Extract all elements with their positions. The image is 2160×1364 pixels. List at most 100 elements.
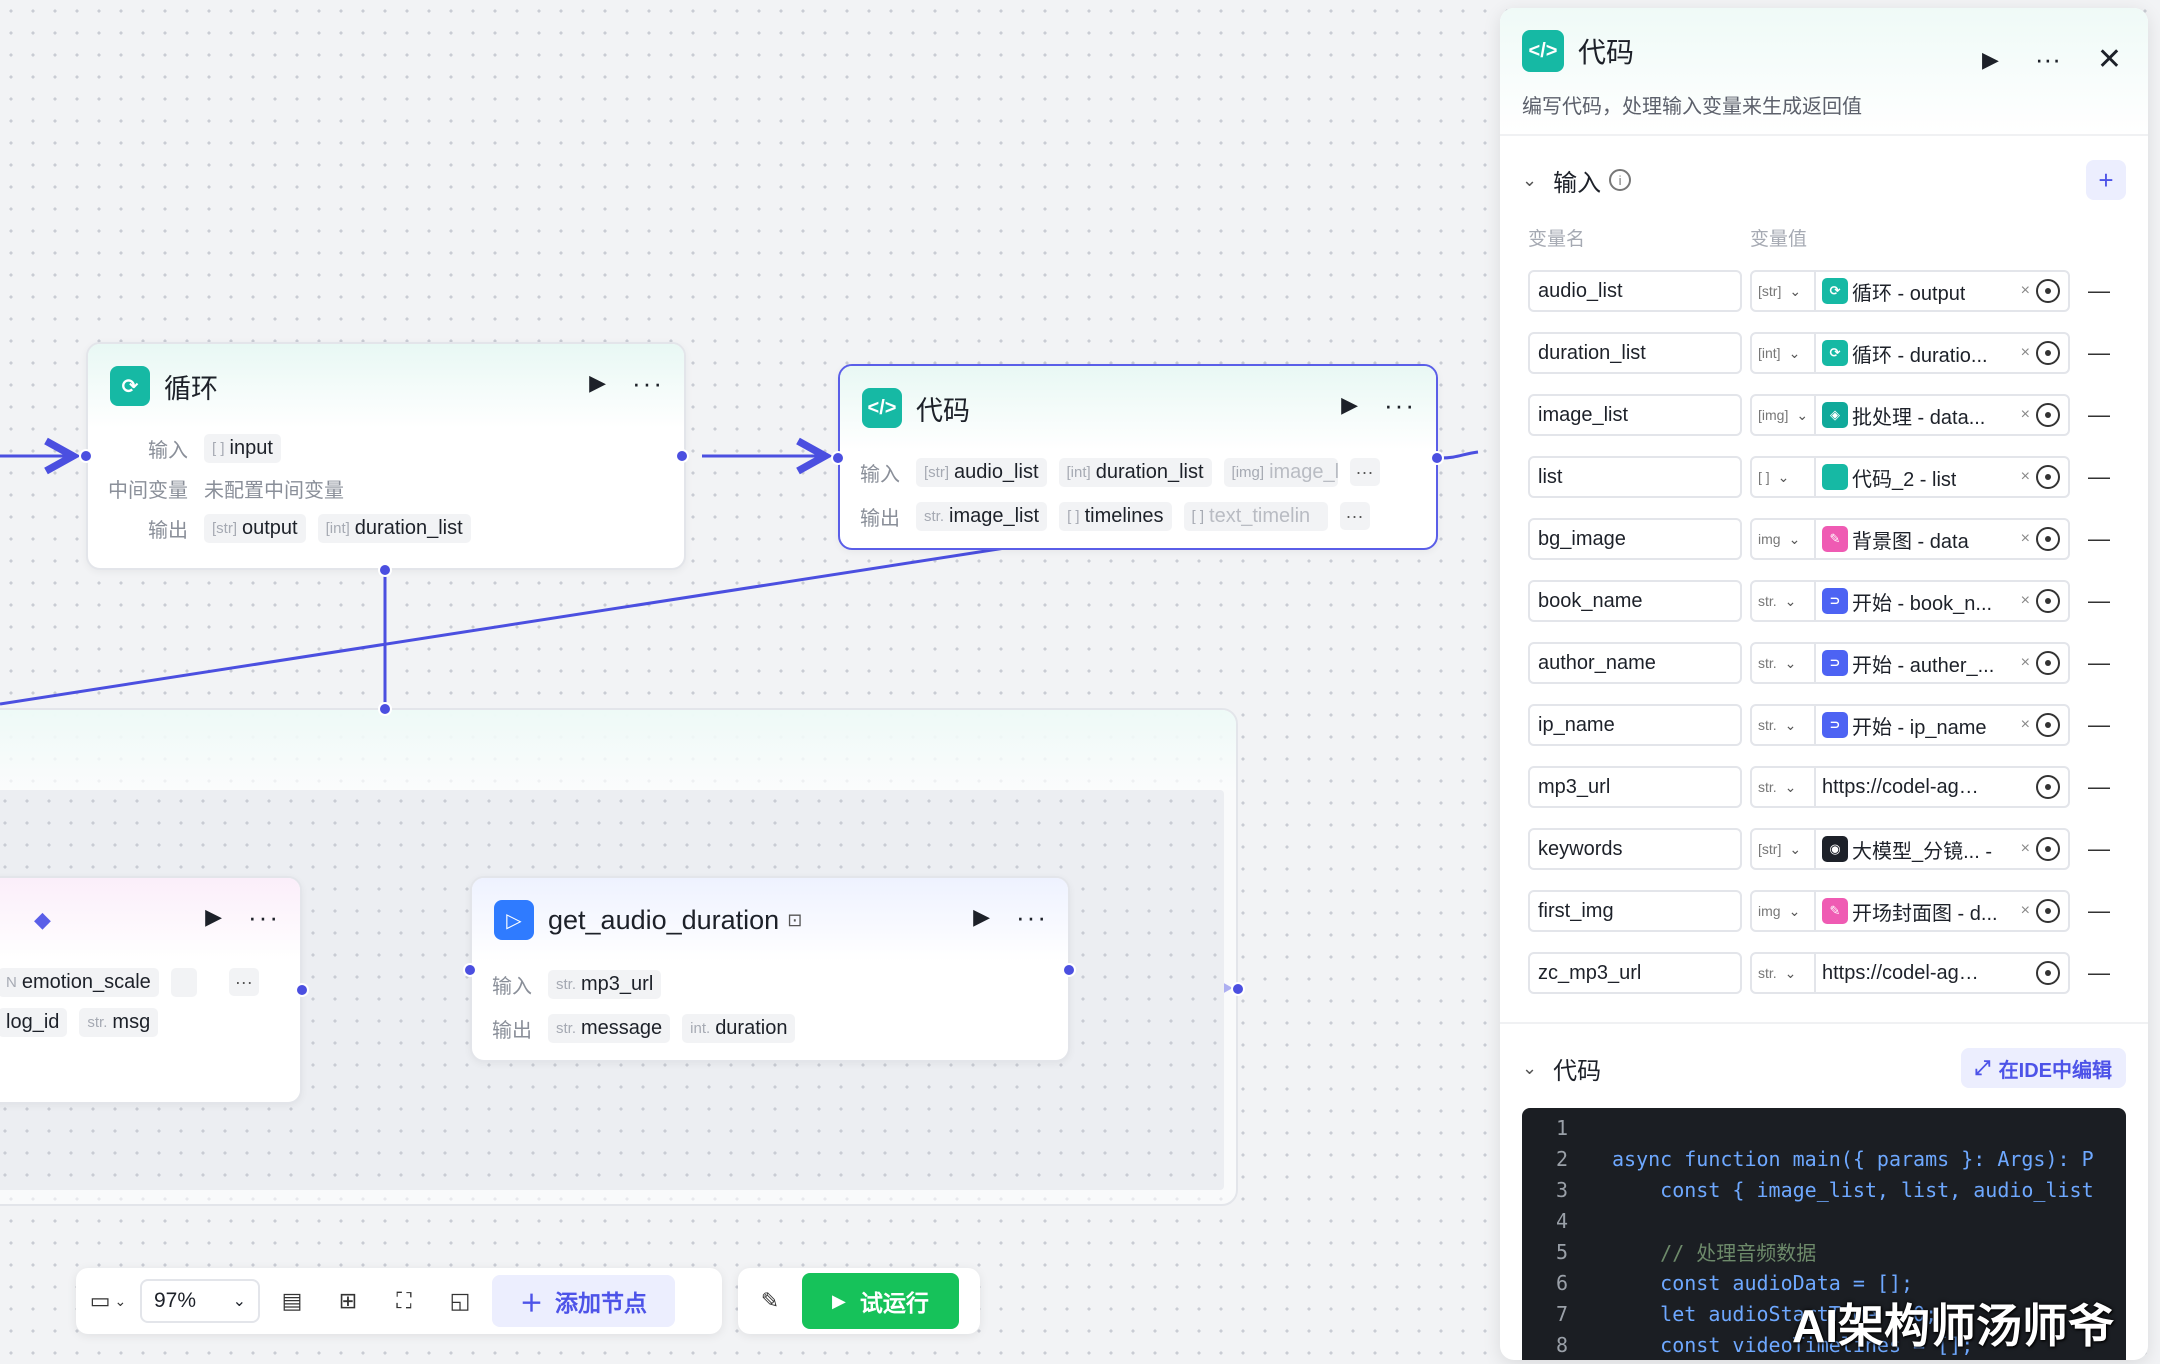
reference-target-icon[interactable] [2036,465,2060,489]
variable-name-input[interactable]: duration_list [1528,332,1742,374]
clear-icon[interactable]: × [2020,530,2030,547]
audio-out-port[interactable] [1062,963,1076,977]
variable-value-field[interactable]: str.⌄ https://codel-age... [1750,952,2070,994]
minimap-icon[interactable]: ◱ [449,1288,471,1313]
layout-mode-button[interactable]: ▭⌄ [89,1288,127,1313]
remove-variable-button[interactable]: — [2088,278,2110,303]
variable-type-select[interactable]: [img]⌄ [1752,396,1816,434]
comment-icon[interactable]: ▤ [281,1288,303,1313]
variable-name-input[interactable]: book_name [1528,580,1742,622]
code-node[interactable]: </> 代码 ▶ ··· 输入 [str]audio_list [int]dur… [838,364,1438,550]
reference-target-icon[interactable] [2036,961,2060,985]
variable-name-input[interactable]: zc_mp3_url [1528,952,1742,994]
variable-reference[interactable]: ⟳循环 - duratio...× [1816,339,2036,368]
variable-value-field[interactable]: img⌄ ✎开场封面图 - d...× [1750,890,2070,932]
clear-icon[interactable]: × [2020,840,2030,857]
remove-variable-button[interactable]: — [2088,898,2110,923]
variable-reference[interactable]: ⊃开始 - book_n...× [1816,587,2036,616]
left-inner-out-port[interactable] [295,983,309,997]
play-icon[interactable]: ▶ [205,904,223,929]
info-icon[interactable]: i [1609,169,1632,191]
reference-target-icon[interactable] [2036,341,2060,365]
wrench-icon[interactable]: ✎ [760,1288,780,1313]
variable-reference[interactable]: https://codel-age... [1822,775,1982,798]
input-section-header[interactable]: ⌄ 输入 i + [1500,158,2148,202]
variable-type-select[interactable]: img⌄ [1752,520,1816,558]
variable-reference[interactable]: ✎背景图 - data× [1816,525,2036,554]
loop-bottom-port[interactable] [378,563,392,577]
clear-icon[interactable]: × [2020,654,2030,671]
grid-layout-icon[interactable]: ⊞ [338,1288,358,1313]
reference-target-icon[interactable] [2036,589,2060,613]
variable-value-field[interactable]: str.⌄ https://codel-age... [1750,766,2070,808]
clear-icon[interactable]: × [2020,716,2030,733]
clear-icon[interactable]: × [2020,344,2030,361]
remove-variable-button[interactable]: — [2088,402,2110,427]
variable-reference[interactable]: ◈批处理 - data...× [1816,401,2036,430]
remove-variable-button[interactable]: — [2088,588,2110,613]
variable-type-select[interactable]: img⌄ [1752,892,1816,930]
code-section-header[interactable]: ⌄ 代码 ⤢在IDE中编辑 [1500,1046,2148,1090]
variable-type-select[interactable]: str.⌄ [1752,582,1816,620]
reference-target-icon[interactable] [2036,279,2060,303]
variable-reference[interactable]: 代码_2 - list× [1816,463,2036,492]
variable-name-input[interactable]: author_name [1528,642,1742,684]
loop-in-port[interactable] [79,449,93,463]
edit-in-ide-button[interactable]: ⤢在IDE中编辑 [1960,1048,2126,1088]
variable-name-input[interactable]: audio_list [1528,270,1742,312]
reference-target-icon[interactable] [2036,775,2060,799]
variable-type-select[interactable]: [str]⌄ [1752,272,1816,310]
image-icon[interactable]: ⛶ [396,1288,412,1313]
variable-value-field[interactable]: str.⌄ ⊃开始 - book_n...× [1750,580,2070,622]
remove-variable-button[interactable]: — [2088,836,2110,861]
variable-type-select[interactable]: str.⌄ [1752,706,1816,744]
variable-name-input[interactable]: ip_name [1528,704,1742,746]
clear-icon[interactable]: × [2020,406,2030,423]
remove-variable-button[interactable]: — [2088,464,2110,489]
loop-body-port[interactable] [378,702,392,716]
reference-target-icon[interactable] [2036,651,2060,675]
play-icon[interactable]: ▶ [1341,392,1359,417]
variable-value-field[interactable]: [int]⌄ ⟳循环 - duratio...× [1750,332,2070,374]
variable-type-select[interactable]: str.⌄ [1752,644,1816,682]
reference-target-icon[interactable] [2036,713,2060,737]
clear-icon[interactable]: × [2020,282,2030,299]
more-outputs-button[interactable]: ··· [1339,502,1370,530]
variable-type-select[interactable]: [ ]⌄ [1752,458,1816,496]
variable-type-select[interactable]: [int]⌄ [1752,334,1816,372]
audio-in-port[interactable] [463,963,477,977]
play-icon[interactable]: ▶ [973,904,991,929]
more-outputs-button[interactable]: ··· [228,968,259,996]
variable-type-select[interactable]: [str]⌄ [1752,830,1816,868]
variable-reference[interactable]: ✎开场封面图 - d...× [1816,897,2036,926]
remove-variable-button[interactable]: — [2088,526,2110,551]
more-icon[interactable]: ··· [632,368,664,398]
variable-reference[interactable]: ⊃开始 - auther_...× [1816,649,2036,678]
close-icon[interactable]: ✕ [2096,43,2122,76]
variable-name-input[interactable]: keywords [1528,828,1742,870]
variable-reference[interactable]: ⟳循环 - output× [1816,277,2036,306]
remove-variable-button[interactable]: — [2088,960,2110,985]
variable-value-field[interactable]: [img]⌄ ◈批处理 - data...× [1750,394,2070,436]
reference-target-icon[interactable] [2036,899,2060,923]
variable-reference[interactable]: ◉大模型_分镜... -× [1816,835,2036,864]
loop-out-port[interactable] [675,449,689,463]
remove-variable-button[interactable]: — [2088,650,2110,675]
variable-value-field[interactable]: [ ]⌄ 代码_2 - list× [1750,456,2070,498]
loop-node[interactable]: ⟳ 循环 ▶ ··· 输入 [ ]input 中间变量 未配置中间变量 输出 [… [86,342,686,570]
variable-reference[interactable]: ⊃开始 - ip_name× [1816,711,2036,740]
remove-variable-button[interactable]: — [2088,712,2110,737]
more-icon[interactable]: ··· [1016,902,1048,932]
remove-variable-button[interactable]: — [2088,340,2110,365]
clear-icon[interactable]: × [2020,592,2030,609]
add-node-button[interactable]: ＋添加节点 [492,1275,675,1327]
add-input-button[interactable]: + [2086,160,2126,200]
variable-value-field[interactable]: [str]⌄ ◉大模型_分镜... -× [1750,828,2070,870]
more-icon[interactable]: ··· [1384,390,1416,420]
more-inputs-button[interactable]: ··· [1349,458,1380,486]
variable-value-field[interactable]: str.⌄ ⊃开始 - ip_name× [1750,704,2070,746]
test-run-button[interactable]: ▶试运行 [802,1273,959,1329]
code-in-port[interactable] [831,451,845,465]
